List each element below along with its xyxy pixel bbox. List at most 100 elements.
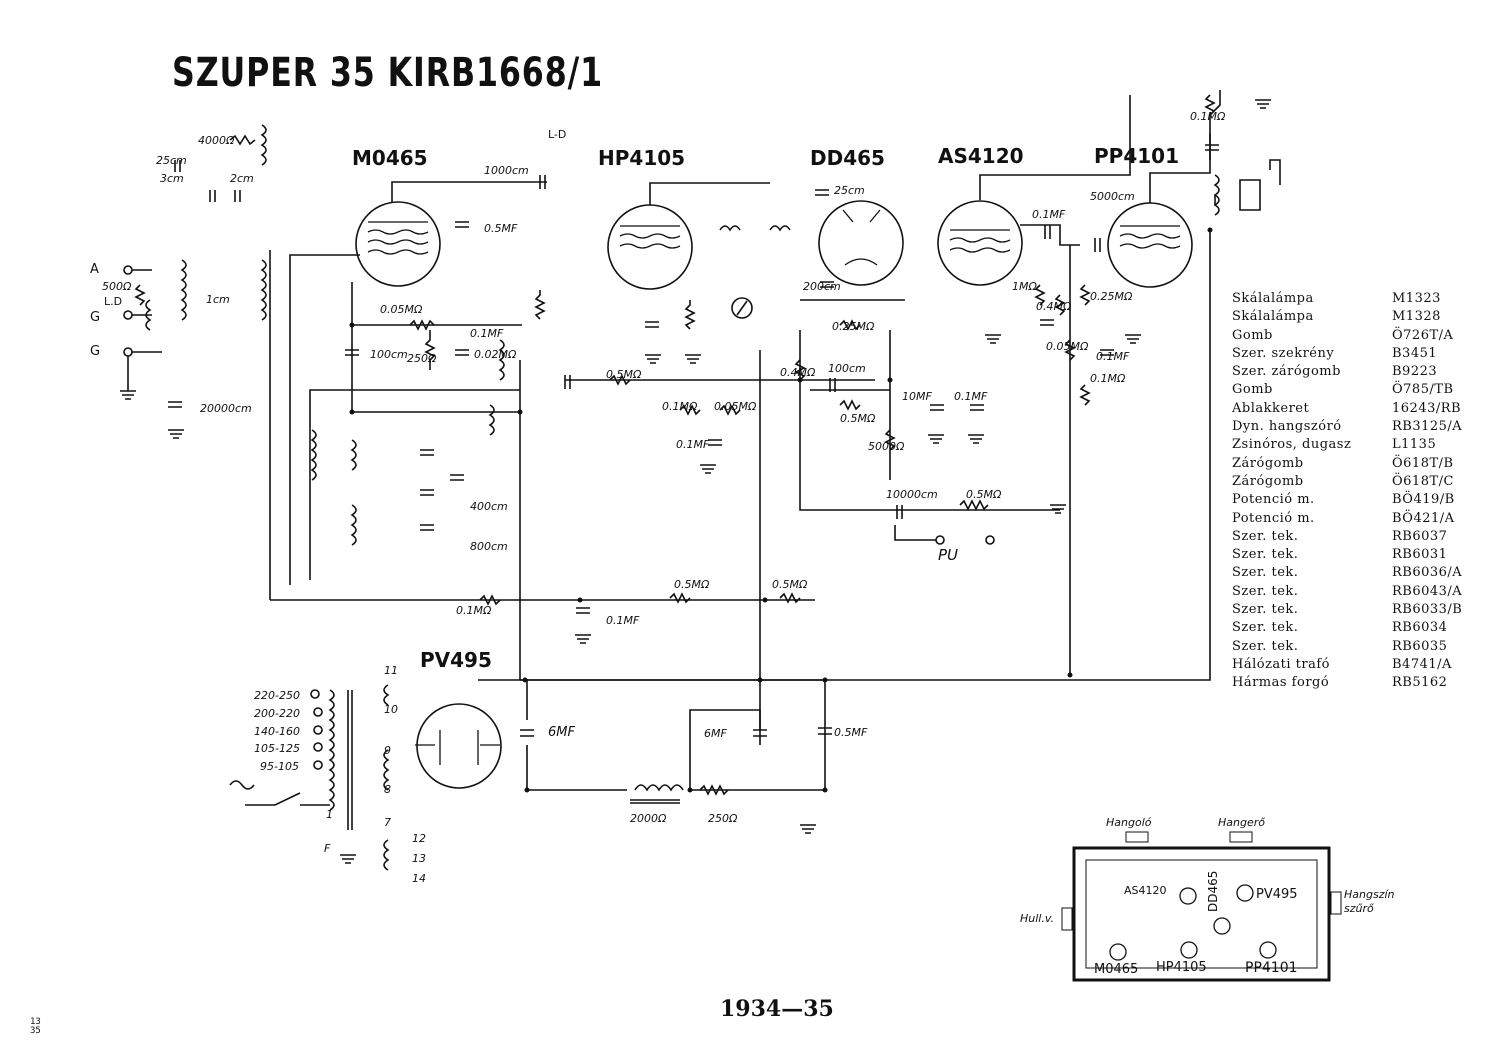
component-label: 4000Ω [198, 134, 235, 147]
chassis-label-m0465: M0465 [1094, 962, 1139, 977]
component-label: 0.4MΩ [780, 366, 816, 379]
parts-row: Szer. tek.RB6043/A [1232, 583, 1463, 599]
chassis-socket-pp4101 [1259, 941, 1277, 959]
component-label: 0.5MΩ [674, 578, 710, 591]
transformer-pin: 7 [384, 816, 391, 829]
chassis-label-hp4105: HP4105 [1156, 960, 1207, 975]
mains-tap-label: 105-125 [254, 742, 300, 755]
component-label: 0.5MΩ [606, 368, 642, 381]
chassis-socket-dd465 [1213, 917, 1231, 935]
component-label: 250Ω [407, 352, 437, 365]
mains-tap-label: 140-160 [254, 725, 300, 738]
transformer-pin: 1 [326, 808, 333, 821]
component-label: 6MF [548, 725, 575, 740]
parts-row: Potenció m.BÖ419/B [1232, 492, 1455, 508]
component-label: 100cm [828, 362, 866, 375]
tube-label-m0465: M0465 [352, 146, 428, 170]
chassis-socket-hp4105 [1180, 941, 1198, 959]
component-label: 0.5MΩ [966, 488, 1002, 501]
component-label: 0.5MF [484, 222, 518, 235]
component-label: 400cm [470, 500, 508, 513]
tube-label-as4120: AS4120 [938, 144, 1024, 168]
component-label: 0.25MΩ [1090, 290, 1133, 303]
component-label: 5000Ω [868, 440, 905, 453]
parts-row: Szer. tek.RB6034 [1232, 620, 1448, 636]
tube-label-pv495: PV495 [420, 648, 492, 672]
parts-row: Szer. tek.RB6036/A [1232, 565, 1463, 581]
tube-label-hp4105: HP4105 [598, 146, 686, 170]
tube-dd465-envelope [818, 200, 904, 286]
component-label: 0.1MF [1096, 350, 1130, 363]
component-label: 800cm [470, 540, 508, 553]
component-label: 1000cm [484, 164, 529, 177]
tube-as4120-envelope [937, 200, 1023, 286]
component-label: 20000cm [200, 402, 252, 415]
component-label: 1cm [206, 293, 230, 306]
tube-label-dd465: DD465 [810, 146, 885, 170]
component-label: 0.4MΩ [1036, 300, 1072, 313]
transformer-pin: 13 [412, 852, 426, 865]
transformer-pin: 11 [384, 664, 398, 677]
component-label: 0.1MF [676, 438, 710, 451]
component-label: 100cm [370, 348, 408, 361]
page-number: 13 35 [30, 1017, 41, 1036]
component-label: 3cm [160, 172, 184, 185]
component-label: 0.1MF [954, 390, 988, 403]
pickup-label: PU [938, 546, 959, 564]
component-label: 10000cm [886, 488, 938, 501]
component-label: 0.1MΩ [1190, 110, 1226, 123]
component-label: 0.1MF [470, 327, 504, 340]
mains-tap-label: 200-220 [254, 707, 300, 720]
transformer-pin: 14 [412, 872, 426, 885]
component-label: 0.5MF [834, 726, 868, 739]
control-hangolo-label: Hangoló [1106, 816, 1152, 829]
control-hangszin-label: Hangszín szűrő [1344, 888, 1395, 915]
component-label: 0.1MΩ [456, 604, 492, 617]
tube-pv495-envelope [416, 703, 502, 789]
terminal-ld-label: L.D [104, 295, 123, 308]
component-label: 10MF [902, 390, 932, 403]
chassis-label-dd465: DD465 [1206, 870, 1220, 912]
transformer-pin: 8 [384, 783, 391, 796]
terminal-g2-label: G [90, 344, 101, 359]
chassis-label-as4120: AS4120 [1124, 884, 1167, 897]
control-hangero-label: Hangerő [1218, 816, 1265, 829]
terminal-g1-label: G [90, 310, 101, 325]
component-label: 0.05MΩ [1046, 340, 1089, 353]
component-label: 0.05MΩ [380, 303, 423, 316]
parts-row: Szer. tek.RB6033/B [1232, 602, 1463, 618]
component-label: 0.25MΩ [832, 320, 875, 333]
component-label: 0.1MΩ [662, 400, 698, 413]
parts-row: Szer. tek.RB6035 [1232, 638, 1448, 654]
component-label: 5000cm [1090, 190, 1135, 203]
control-hullv-label: Hull.v. [1020, 912, 1054, 925]
component-label: 1MΩ [1012, 280, 1037, 293]
chassis-socket-as4120 [1179, 887, 1197, 905]
parts-row: Szer. tek.RB6037 [1232, 528, 1448, 544]
transformer-pin: 12 [412, 832, 426, 845]
component-label: 500Ω [102, 280, 132, 293]
component-label: 250Ω [708, 812, 738, 825]
component-label: 0.1MF [1032, 208, 1066, 221]
component-label: 0.5MΩ [840, 412, 876, 425]
chassis-socket-pv495 [1236, 884, 1254, 902]
component-label: 0.1MF [606, 614, 640, 627]
component-label: 25cm [156, 154, 187, 167]
schematic-title: SZUPER 35 KIRB1668/1 [172, 50, 603, 96]
parts-row: Szer. tek.RB6031 [1232, 547, 1448, 563]
component-label: 200cm [803, 280, 841, 293]
